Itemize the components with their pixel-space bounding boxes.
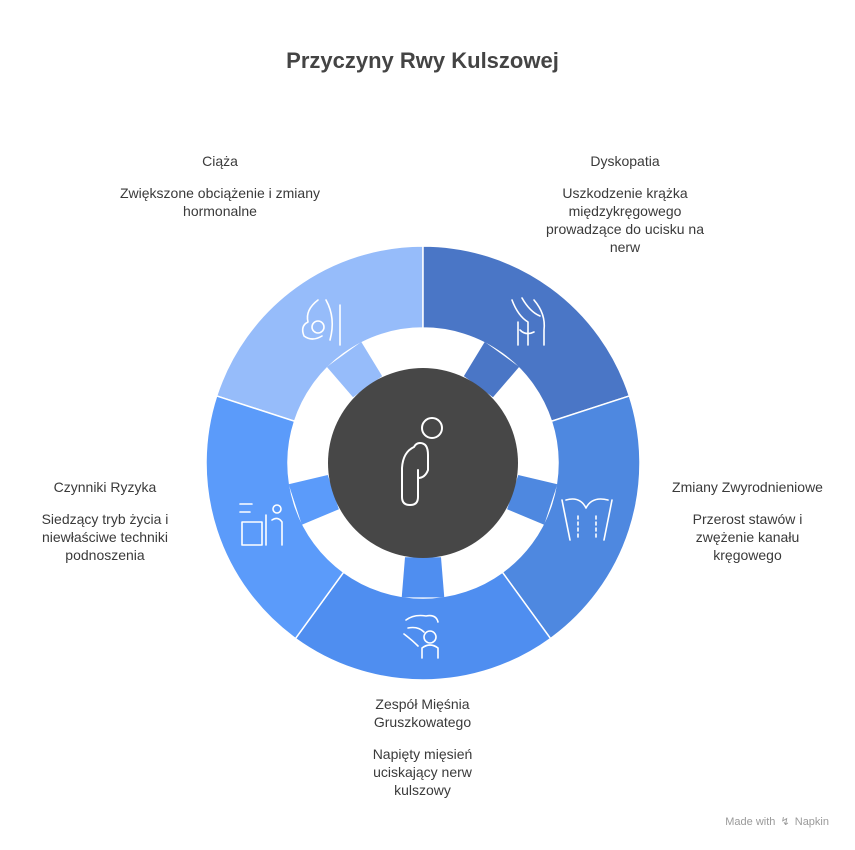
person-back-pain-icon <box>401 417 443 506</box>
knee-joint-icon <box>511 297 546 346</box>
diagram-title: Przyczyny Rwy Kulszowej <box>286 48 559 73</box>
center-circle <box>328 368 518 558</box>
segment-connector <box>326 341 383 398</box>
wheel-segment <box>215 245 424 423</box>
cause-label-piriformis: Zespół Mięśnia Gruszkowatego Napięty mię… <box>330 695 515 799</box>
cause-label-degenerative: Zmiany Zwyrodnieniowe Przerost stawów i … <box>655 478 840 564</box>
cause-name: Dyskopatia <box>590 153 660 169</box>
massage-icon <box>403 614 439 659</box>
cause-description: Uszkodzenie krążka międzykręgowego prowa… <box>546 185 704 255</box>
cause-name: Zespół Mięśnia Gruszkowatego <box>373 696 472 730</box>
napkin-logo-icon: ↯ <box>780 816 790 828</box>
cause-name: Czynniki Ryzyka <box>53 479 157 495</box>
footer-made-with: Made with <box>725 816 776 828</box>
segment-connector <box>463 341 520 398</box>
cause-label-discopathy: Dyskopatia Uszkodzenie krążka międzykręg… <box>530 152 720 256</box>
wheel-segment <box>205 394 345 640</box>
pregnant-woman-icon <box>301 299 341 346</box>
cause-name: Ciąża <box>202 153 238 169</box>
cause-label-risk-factors: Czynniki Ryzyka Siedzący tryb życia i ni… <box>20 478 190 564</box>
cause-description: Siedzący tryb życia i niewłaściwe techni… <box>41 511 169 563</box>
cause-description: Napięty mięsień uciskający nerw kulszowy <box>372 746 473 798</box>
footer-credit: Made with ↯ Napkin <box>725 815 829 828</box>
segment-connector <box>401 557 445 598</box>
wheel-segment <box>294 571 552 681</box>
cause-description: Zwiększone obciążenie i zmiany hormonaln… <box>120 185 320 219</box>
cause-label-pregnancy: Ciąża Zwiększone obciążenie i zmiany hor… <box>120 152 320 220</box>
segment-connector <box>288 475 339 525</box>
wheel-segment <box>501 394 641 640</box>
segment-connector <box>507 475 558 525</box>
inner-ring <box>288 341 558 598</box>
footer-brand: Napkin <box>794 816 829 828</box>
torso-icon <box>561 498 613 541</box>
desk-worker-icon <box>239 503 283 546</box>
cause-description: Przerost stawów i zwężenie kanału kręgow… <box>692 511 803 563</box>
cause-name: Zmiany Zwyrodnieniowe <box>672 479 823 495</box>
